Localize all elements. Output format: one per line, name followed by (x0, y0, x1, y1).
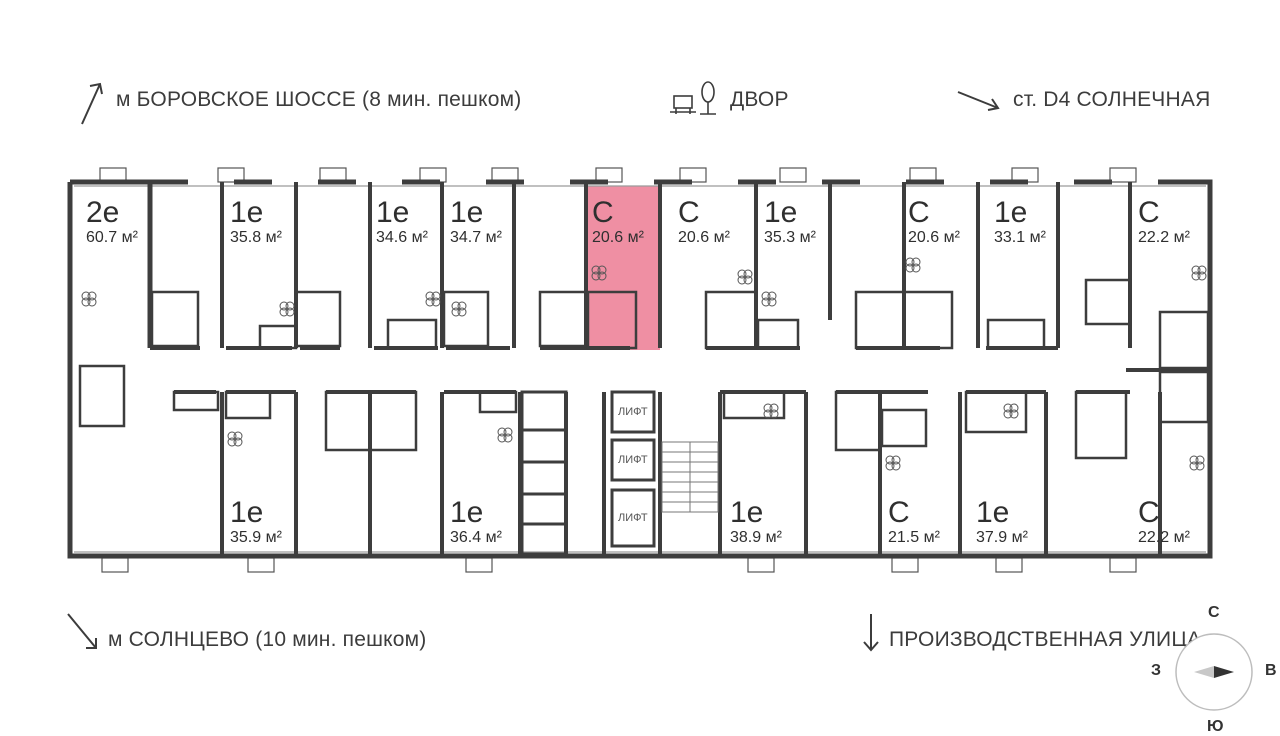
apartment-bottom-1[interactable]: 1е 35.9 м² (230, 498, 282, 546)
apartment-area: 35.9 м² (230, 529, 282, 546)
compass-east: В (1265, 662, 1277, 679)
apartment-top-2[interactable]: 1е 35.8 м² (230, 198, 282, 246)
apartment-top-5-selected[interactable]: С 20.6 м² (592, 198, 644, 246)
apartment-type: 1е (230, 196, 264, 229)
label-d4-station: ст. D4 СОЛНЕЧНАЯ (1013, 88, 1211, 111)
apartment-type: 1е (376, 196, 410, 229)
apartment-top-10[interactable]: С 22.2 м² (1138, 198, 1190, 246)
apartment-top-9[interactable]: 1е 33.1 м² (994, 198, 1046, 246)
arrow-east-icon (957, 91, 1000, 111)
apartment-area: 34.6 м² (376, 229, 428, 246)
compass-icon (1175, 633, 1253, 711)
apartment-type: 1е (764, 196, 798, 229)
label-borovskoe: м БОРОВСКОЕ ШОССЕ (8 мин. пешком) (116, 88, 522, 111)
apartment-type: С (592, 196, 614, 229)
apartment-type: С (908, 196, 930, 229)
apartment-type: 1е (450, 196, 484, 229)
apartment-area: 33.1 м² (994, 229, 1046, 246)
lift-label-3: ЛИФТ (618, 512, 648, 524)
arrow-south-icon (863, 614, 879, 652)
apartment-area: 35.8 м² (230, 229, 282, 246)
compass-north: С (1208, 604, 1220, 621)
apartment-area: 37.9 м² (976, 529, 1028, 546)
arrow-northeast-icon (81, 82, 103, 125)
lift-label-2: ЛИФТ (618, 454, 648, 466)
apartment-area: 34.7 м² (450, 229, 502, 246)
apartment-area: 60.7 м² (86, 229, 138, 246)
apartment-bottom-6[interactable]: С 22.2 м² (1138, 498, 1190, 546)
courtyard-icon (670, 81, 716, 115)
apartment-bottom-2[interactable]: 1е 36.4 м² (450, 498, 502, 546)
apartment-type: 1е (450, 496, 484, 529)
apartment-type: С (1138, 496, 1160, 529)
apartment-top-3[interactable]: 1е 34.6 м² (376, 198, 428, 246)
apartment-area: 20.6 м² (908, 229, 960, 246)
compass-west: З (1151, 662, 1162, 679)
apartment-type: С (678, 196, 700, 229)
compass-south: Ю (1207, 718, 1224, 735)
apartment-top-7[interactable]: 1е 35.3 м² (764, 198, 816, 246)
apartment-type: 2е (86, 196, 120, 229)
apartment-top-8[interactable]: С 20.6 м² (908, 198, 960, 246)
apartment-area: 20.6 м² (678, 229, 730, 246)
apartment-top-4[interactable]: 1е 34.7 м² (450, 198, 502, 246)
label-courtyard: ДВОР (730, 88, 789, 111)
apartment-bottom-5[interactable]: 1е 37.9 м² (976, 498, 1028, 546)
apartment-top-6[interactable]: С 20.6 м² (678, 198, 730, 246)
apartment-area: 35.3 м² (764, 229, 816, 246)
apartment-type: 1е (730, 496, 764, 529)
apartment-area: 38.9 м² (730, 529, 782, 546)
apartment-type: 1е (994, 196, 1028, 229)
arrow-southeast-icon (67, 613, 97, 649)
apartment-type: 1е (230, 496, 264, 529)
apartment-area: 22.2 м² (1138, 229, 1190, 246)
apartment-bottom-4[interactable]: С 21.5 м² (888, 498, 940, 546)
apartment-area: 21.5 м² (888, 529, 940, 546)
apartment-area: 20.6 м² (592, 229, 644, 246)
label-proizvodstvennaya: ПРОИЗВОДСТВЕННАЯ УЛИЦА (889, 628, 1202, 651)
label-solntsevo: м СОЛНЦЕВО (10 мин. пешком) (108, 628, 427, 651)
apartment-type: С (888, 496, 910, 529)
apartment-top-1[interactable]: 2е 60.7 м² (86, 198, 138, 246)
lift-label-1: ЛИФТ (618, 406, 648, 418)
apartment-area: 22.2 м² (1138, 529, 1190, 546)
apartment-type: 1е (976, 496, 1010, 529)
apartment-area: 36.4 м² (450, 529, 502, 546)
apartment-type: С (1138, 196, 1160, 229)
apartment-bottom-3[interactable]: 1е 38.9 м² (730, 498, 782, 546)
